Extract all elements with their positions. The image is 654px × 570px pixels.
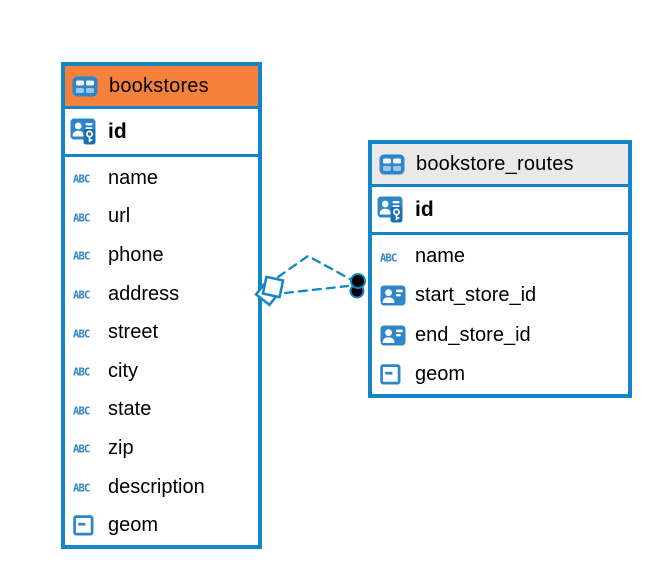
svg-text:ABC: ABC [73,251,90,263]
column-row[interactable]: ABC url [65,198,258,237]
text-type-icon: ABC [73,403,101,417]
text-type-icon: ABC [73,171,101,186]
primary-key-name: id [415,197,434,221]
fk-line-1[interactable] [276,254,352,281]
column-row[interactable]: ABC zip [65,429,258,468]
table-title: bookstore_routes [416,152,574,175]
text-type-icon: ABC [73,326,101,340]
column-row[interactable]: ABC address [65,275,258,314]
table-icon [379,154,407,175]
column-name: description [108,475,205,498]
svg-text:ABC: ABC [380,252,397,264]
text-type-icon: ABC [73,287,101,302]
column-row[interactable]: ABC phone [65,236,258,275]
column-name: name [415,245,466,268]
svg-text:ABC: ABC [73,483,90,495]
table-icon [72,76,100,97]
column-row[interactable]: start_store_id [372,276,628,315]
column-name: end_store_id [415,323,531,346]
text-type-icon: ABC [73,210,101,224]
column-name: address [108,282,180,305]
column-name: geom [415,362,466,385]
svg-text:ABC: ABC [73,328,90,340]
column-name: geom [108,514,159,537]
column-row[interactable]: ABC state [65,391,258,430]
svg-text:ABC: ABC [73,290,90,302]
column-name: start_store_id [415,284,537,307]
table-header-bookstore-routes[interactable]: bookstore_routes [372,144,628,187]
column-list: ABC name start_store_id end_store_id geo… [372,235,628,394]
text-type-icon: ABC [73,480,101,495]
primary-key-icon [377,196,408,223]
primary-key-row[interactable]: id [372,187,628,235]
relationship-target-dot [349,273,366,299]
primary-key-icon [70,118,101,145]
primary-key-row[interactable]: id [65,109,258,157]
column-row[interactable]: ABC street [65,313,258,352]
text-type-icon: ABC [380,250,408,264]
table-bookstore-routes[interactable]: bookstore_routes id ABC name start_store… [368,140,632,398]
column-row[interactable]: end_store_id [372,316,628,355]
text-type-icon: ABC [73,441,101,456]
column-row[interactable]: ABC name [372,237,628,276]
svg-text:ABC: ABC [73,367,90,379]
svg-text:ABC: ABC [73,212,90,224]
geometry-type-icon [73,515,101,536]
text-type-icon: ABC [73,248,101,263]
column-name: zip [108,436,134,459]
fk-relationship-lines[interactable] [254,254,366,307]
geometry-type-icon [380,364,408,385]
column-name: phone [108,243,164,266]
table-bookstores[interactable]: bookstores id ABC name ABC url ABC phone… [61,62,262,549]
fk-line-2[interactable] [283,284,350,295]
column-name: state [108,398,152,421]
svg-text:ABC: ABC [73,444,90,456]
person-ref-icon [380,325,408,346]
svg-text:ABC: ABC [73,405,90,417]
table-header-bookstores[interactable]: bookstores [65,66,258,109]
column-row[interactable]: ABC city [65,352,258,391]
column-name: city [108,359,138,382]
table-title: bookstores [109,74,209,97]
column-row[interactable]: ABC description [65,468,258,507]
column-row[interactable]: ABC name [65,159,258,198]
text-type-icon: ABC [73,364,101,379]
column-name: street [108,321,159,344]
column-name: url [108,205,131,228]
person-ref-icon [380,285,408,306]
column-row[interactable]: geom [372,355,628,394]
column-row[interactable]: geom [65,506,258,545]
svg-text:ABC: ABC [73,174,90,186]
column-name: name [108,166,159,189]
primary-key-name: id [108,119,127,143]
column-list: ABC name ABC url ABC phone ABC address A… [65,157,258,545]
